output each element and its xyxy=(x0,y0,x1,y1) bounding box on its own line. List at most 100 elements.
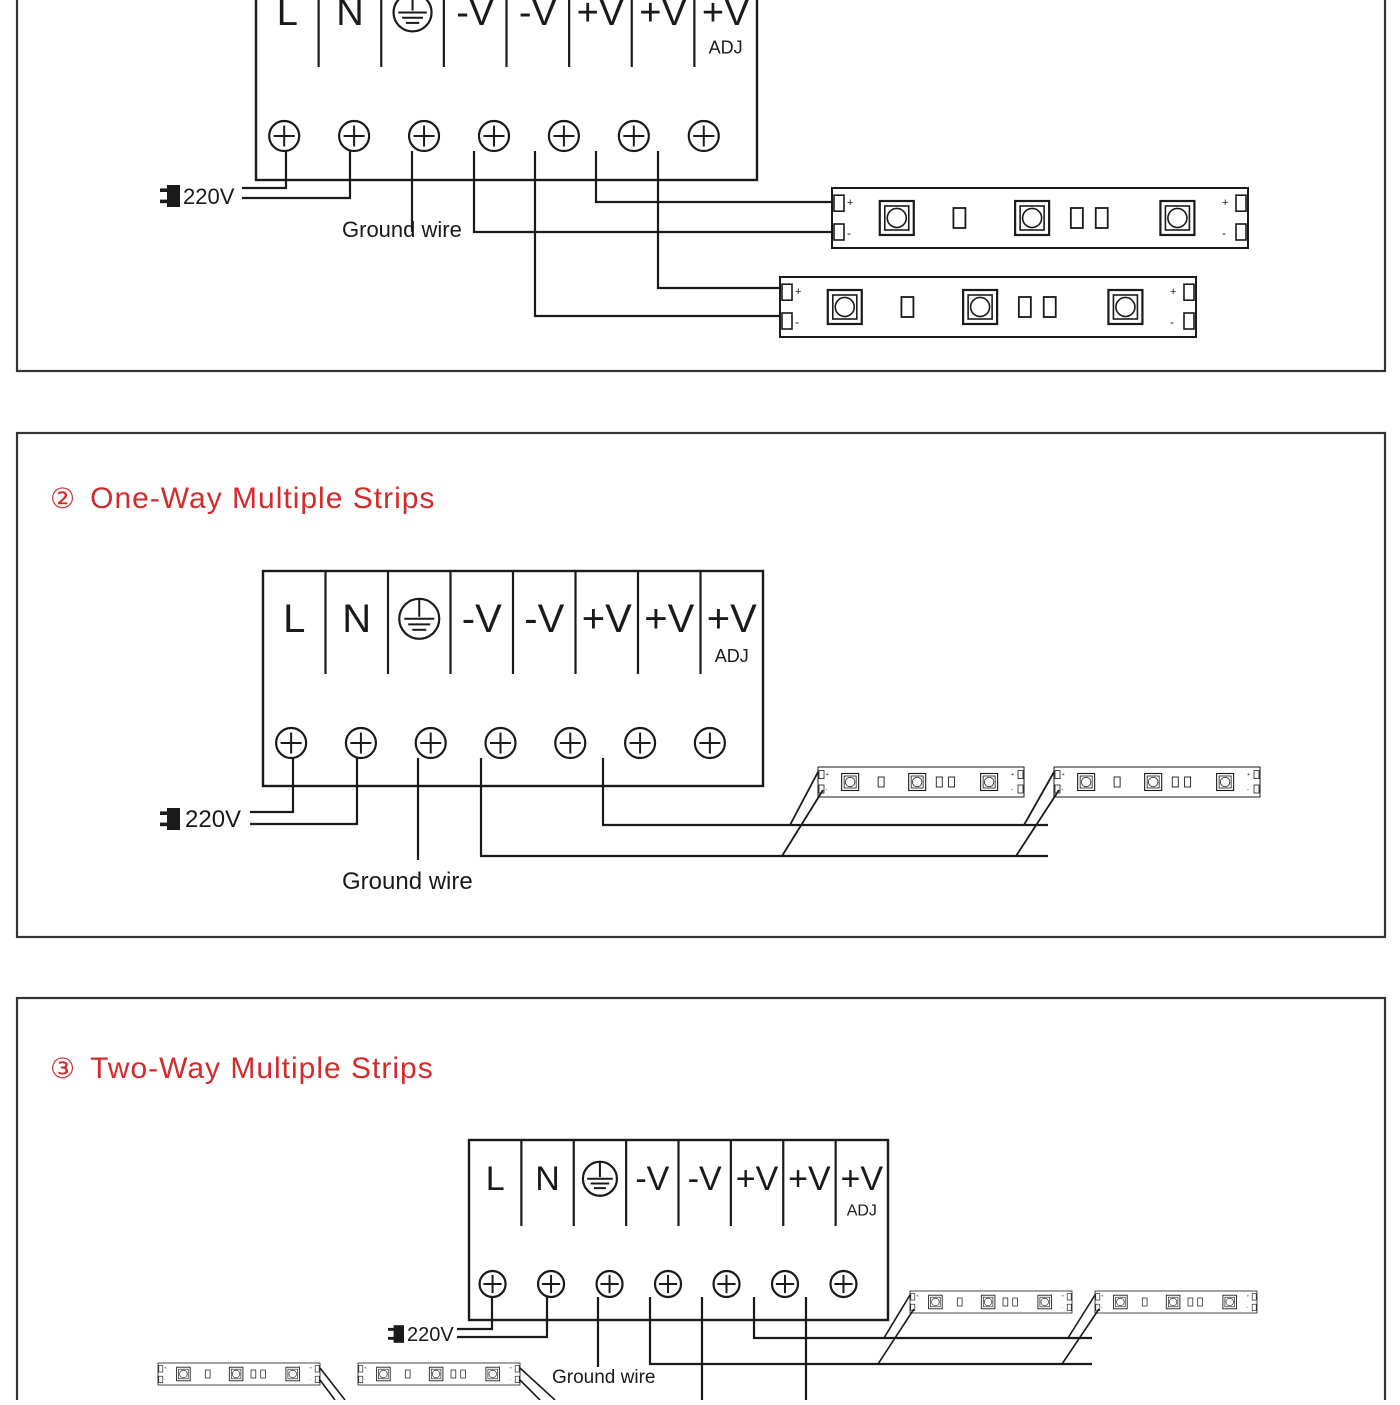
strip-plus-label: + xyxy=(916,1294,919,1299)
strip-minus-label: - xyxy=(1247,788,1249,794)
strip-plus-label: + xyxy=(1247,772,1250,778)
voltage-label: 220V xyxy=(185,806,241,833)
led-strip: +-+- xyxy=(779,276,1197,338)
led-strip: +-+- xyxy=(909,1290,1073,1314)
ground-symbol-icon xyxy=(398,597,441,640)
screw-terminal-icon xyxy=(536,1269,566,1299)
terminal-label: +V xyxy=(788,1160,831,1198)
section-frame-one-way xyxy=(15,431,1387,939)
ground-wire-label: Ground wire xyxy=(342,868,473,895)
screw-terminal-icon xyxy=(712,1269,741,1299)
strip-pad xyxy=(1183,312,1195,330)
screw-terminal-icon xyxy=(770,1269,800,1299)
strip-pad xyxy=(1066,1293,1072,1301)
strip-pad xyxy=(818,770,825,779)
strip-lead xyxy=(789,771,819,826)
terminal-label: +V xyxy=(702,0,750,34)
strip-pad xyxy=(781,283,793,302)
strip-pad xyxy=(1183,283,1195,302)
resistor xyxy=(1187,1297,1194,1307)
strip-plus-label: + xyxy=(1170,286,1176,298)
terminal-label: L xyxy=(277,0,298,34)
resistor xyxy=(1042,296,1057,318)
terminal-label: +V xyxy=(707,597,757,641)
resistor xyxy=(1197,1297,1203,1307)
resistor xyxy=(877,776,885,788)
strip-minus-label: - xyxy=(1062,1306,1064,1311)
terminal-label: +V xyxy=(644,597,694,641)
screw-terminal-icon xyxy=(617,119,650,153)
strip-lead xyxy=(519,1379,541,1401)
screw-terminal-icon xyxy=(687,119,720,153)
strip-minus-label: - xyxy=(1222,226,1226,240)
strip-minus-label: - xyxy=(510,1378,512,1383)
strip-minus-label: - xyxy=(1170,315,1174,329)
strip-plus-label: + xyxy=(1101,1294,1104,1299)
strip-lead xyxy=(1023,771,1055,826)
adj-label: ADJ xyxy=(847,1203,877,1220)
strip-plus-label: + xyxy=(164,1366,167,1371)
strip-pad xyxy=(1017,770,1024,779)
screw-terminal-icon xyxy=(623,726,657,760)
terminal-label: N xyxy=(336,0,363,34)
resistor xyxy=(935,776,943,788)
resistor xyxy=(1113,776,1121,788)
strip-lead xyxy=(319,1367,346,1401)
terminal-label: -V xyxy=(456,0,495,34)
strip-pad xyxy=(314,1375,320,1383)
resistor xyxy=(1141,1297,1148,1307)
led-strip: +-+- xyxy=(157,1362,321,1386)
resistor xyxy=(952,207,967,229)
terminal-label: N xyxy=(342,597,371,641)
strip-lead xyxy=(519,1367,556,1401)
screw-terminal-icon xyxy=(484,726,517,760)
strip-plus-label: + xyxy=(826,772,829,778)
strip-lead xyxy=(1067,1294,1096,1339)
terminal-label: N xyxy=(535,1160,560,1198)
screw-terminal-icon xyxy=(693,726,726,760)
led-strip: +-+- xyxy=(817,766,1025,798)
ground-symbol-icon xyxy=(581,1160,619,1197)
screw-terminal-icon xyxy=(338,119,371,153)
section-number: ② xyxy=(50,483,77,514)
screw-terminal-icon xyxy=(547,119,581,153)
strip-minus-label: - xyxy=(1247,1306,1249,1311)
strip-plus-label: + xyxy=(1247,1294,1250,1299)
section-frame-top xyxy=(15,0,1387,373)
adj-label: ADJ xyxy=(709,38,743,58)
resistor xyxy=(900,296,915,318)
strip-pad xyxy=(314,1365,320,1373)
screw-terminal-icon xyxy=(554,726,587,760)
strip-plus-label: + xyxy=(847,197,853,209)
section-title-text: Two-Way Multiple Strips xyxy=(90,1052,434,1085)
strip-minus-label: - xyxy=(826,788,828,794)
resistor xyxy=(260,1369,266,1379)
strip-minus-label: - xyxy=(164,1378,166,1383)
led-strip: +-+- xyxy=(1053,766,1261,798)
strip-pad xyxy=(833,194,845,212)
resistor xyxy=(1012,1297,1018,1307)
voltage-label: 220V xyxy=(183,184,235,209)
terminal-label: -V xyxy=(462,597,502,641)
strip-pad xyxy=(158,1375,164,1383)
strip-pad xyxy=(1251,1303,1257,1311)
led-strip: +-+- xyxy=(357,1362,521,1386)
strip-pad xyxy=(358,1365,364,1373)
strip-pad xyxy=(1095,1293,1101,1301)
resistor xyxy=(956,1297,963,1307)
section-frame-two-way xyxy=(15,996,1387,1405)
resistor xyxy=(460,1369,466,1379)
strip-pad xyxy=(358,1375,364,1383)
resistor xyxy=(948,776,956,788)
terminal-label: +V xyxy=(582,597,632,641)
strip-pad xyxy=(158,1365,164,1373)
screw-terminal-icon xyxy=(414,726,447,760)
voltage-label: 220V xyxy=(407,1324,454,1346)
strip-pad xyxy=(1054,770,1061,779)
strip-plus-label: + xyxy=(795,286,801,298)
adj-label: ADJ xyxy=(715,646,749,666)
